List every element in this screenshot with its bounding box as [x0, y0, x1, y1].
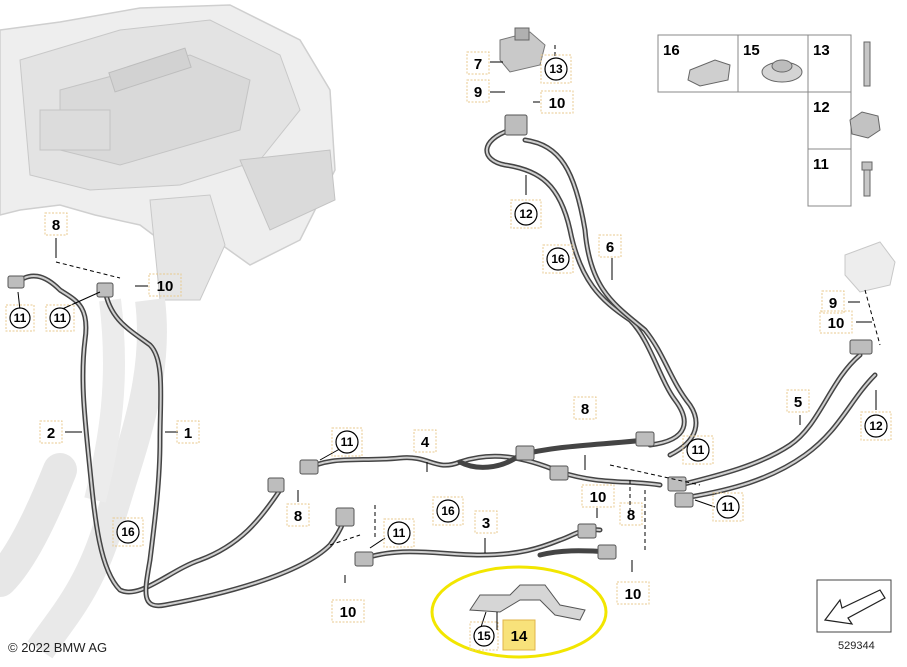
- callout-11-d[interactable]: 11: [383, 518, 415, 548]
- table-cell-12[interactable]: 12: [813, 99, 881, 139]
- table-label-11: 11: [813, 156, 829, 173]
- clip-part-16: [687, 59, 731, 87]
- callout-4[interactable]: 4: [413, 429, 437, 453]
- leader-lines: [17, 45, 881, 631]
- callout-12-b-text: 12: [869, 419, 883, 433]
- callout-8-b[interactable]: 8: [286, 503, 310, 527]
- callout-14[interactable]: 14: [502, 619, 536, 651]
- callout-10-d[interactable]: 10: [581, 484, 615, 508]
- callout-7[interactable]: 7: [466, 51, 490, 75]
- callout-2-text: 2: [47, 425, 55, 442]
- callout-12-a[interactable]: 12: [510, 199, 542, 229]
- callout-3-text: 3: [482, 515, 490, 532]
- callout-16-c-text: 16: [551, 252, 565, 266]
- callout-10-f[interactable]: 10: [616, 581, 650, 605]
- callout-10-b-text: 10: [549, 95, 566, 112]
- callout-11-c[interactable]: 11: [331, 427, 363, 457]
- hvac-ducts: [0, 298, 167, 659]
- callout-11-a-text: 11: [14, 311, 27, 325]
- callout-10-c[interactable]: 10: [819, 310, 853, 334]
- callout-13-text: 13: [549, 62, 563, 76]
- bracket-part-14: [469, 584, 586, 621]
- callout-11-f[interactable]: 11: [712, 492, 744, 522]
- copyright-text: © 2022 BMW AG: [8, 640, 108, 655]
- callout-10-f-text: 10: [625, 586, 642, 603]
- callout-10-c-text: 10: [828, 315, 845, 332]
- callout-8-a[interactable]: 8: [44, 212, 68, 236]
- callout-10-e[interactable]: 10: [331, 599, 365, 623]
- table-label-16: 16: [663, 42, 680, 59]
- callout-16-b[interactable]: 16: [432, 496, 464, 526]
- parts-table: 16 15 13 12 11: [657, 34, 881, 207]
- pipe-4: [302, 437, 663, 488]
- table-cell-15[interactable]: 15: [743, 42, 803, 83]
- callout-5[interactable]: 5: [786, 389, 810, 413]
- table-label-15: 15: [743, 42, 760, 59]
- table-cell-11[interactable]: 11: [813, 156, 873, 197]
- callout-1[interactable]: 1: [176, 420, 200, 444]
- callout-11-b[interactable]: 11: [45, 304, 75, 332]
- callout-11-e-text: 11: [692, 443, 705, 457]
- callout-15[interactable]: 15: [469, 621, 499, 651]
- pipe-1: [102, 287, 348, 609]
- callout-11-e[interactable]: 11: [682, 435, 714, 465]
- callout-14-text: 14: [511, 628, 528, 645]
- callout-1-text: 1: [184, 425, 192, 442]
- callout-8-b-text: 8: [294, 508, 302, 525]
- callout-13[interactable]: 13: [540, 54, 572, 84]
- callout-10-d-text: 10: [590, 489, 607, 506]
- image-number: 529344: [838, 640, 875, 652]
- callout-10-b[interactable]: 10: [540, 90, 574, 114]
- callout-9-a-text: 9: [474, 84, 482, 101]
- callout-6[interactable]: 6: [598, 234, 622, 258]
- callout-10-a[interactable]: 10: [148, 273, 182, 297]
- engine-block: [0, 4, 336, 301]
- callout-11-b-text: 11: [54, 311, 67, 325]
- pipe-5: [677, 352, 878, 500]
- callout-7-text: 7: [474, 56, 482, 73]
- callout-8-d[interactable]: 8: [619, 502, 643, 526]
- table-label-12: 12: [813, 99, 830, 116]
- callout-9-b-text: 9: [829, 295, 837, 312]
- pipe-6: [484, 127, 699, 458]
- pipe-fittings: [7, 114, 873, 567]
- callout-15-text: 15: [477, 629, 491, 643]
- callout-4-text: 4: [421, 434, 430, 451]
- callout-11-d-text: 11: [393, 526, 406, 540]
- callout-8-c-text: 8: [581, 401, 589, 418]
- callout-8-d-text: 8: [627, 507, 635, 524]
- bolt-part-11: [861, 161, 873, 171]
- right-valve-block: [844, 241, 896, 293]
- callout-16-c[interactable]: 16: [542, 244, 574, 274]
- expansion-valve: [499, 27, 546, 73]
- callout-3[interactable]: 3: [474, 510, 498, 534]
- highlight-ellipse: [430, 565, 608, 659]
- direction-arrow-icon: [816, 579, 892, 633]
- bolt-part-13: [863, 41, 871, 87]
- callout-5-text: 5: [794, 394, 802, 411]
- callout-8-c[interactable]: 8: [573, 396, 597, 420]
- nut-part-12: [849, 111, 881, 139]
- callout-8-a-text: 8: [52, 217, 60, 234]
- callout-11-c-text: 11: [341, 435, 354, 449]
- callout-9-b[interactable]: 9: [821, 290, 845, 314]
- callout-9-a[interactable]: 9: [466, 79, 490, 103]
- table-cell-13[interactable]: 13: [813, 41, 871, 87]
- callout-10-e-text: 10: [340, 604, 357, 621]
- pipe-2: [11, 273, 283, 595]
- callout-16-a[interactable]: 16: [112, 517, 144, 547]
- table-label-13: 13: [813, 42, 830, 59]
- callout-11-a[interactable]: 11: [5, 304, 35, 332]
- callout-6-text: 6: [606, 239, 614, 256]
- callout-11-f-text: 11: [722, 500, 735, 514]
- callout-16-a-text: 16: [121, 525, 135, 539]
- callout-12-b[interactable]: 12: [860, 411, 892, 441]
- table-cell-16[interactable]: 16: [663, 42, 731, 87]
- callout-2[interactable]: 2: [39, 420, 63, 444]
- callout-10-a-text: 10: [157, 278, 174, 295]
- callout-16-b-text: 16: [441, 504, 455, 518]
- callout-12-a-text: 12: [519, 207, 533, 221]
